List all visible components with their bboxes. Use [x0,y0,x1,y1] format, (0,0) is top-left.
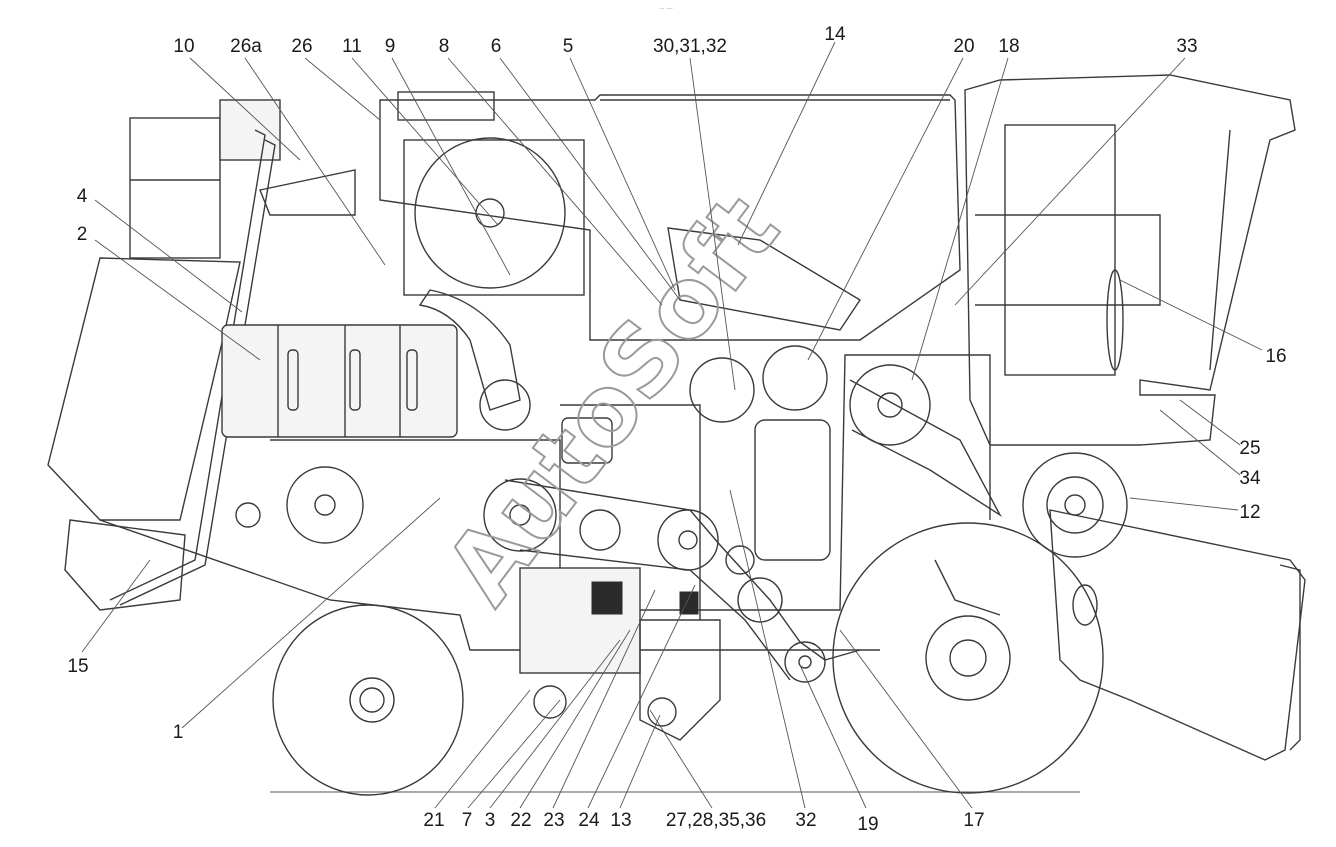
callout-23: 23 [543,810,564,831]
header-lock-arm [1279,564,1301,751]
hydrostatic-pump [591,581,623,615]
callout-13: 13 [610,810,631,831]
feeder-pulley-12 [1022,452,1128,558]
side-panel-cutout [754,419,831,561]
combine-body [47,74,1306,796]
callout-17: 17 [963,810,984,831]
callout-6: 6 [491,36,502,57]
leader-lines [81,41,1263,809]
callout-22: 22 [510,810,531,831]
callout-4: 4 [77,186,88,207]
callout-16: 16 [1265,346,1286,367]
tensioner-pulley [737,577,783,623]
callout-15: 15 [67,656,88,677]
drive-pulley-23 [657,509,719,571]
tank-lamp-bar [397,91,495,121]
callout-19: 19 [857,814,878,835]
inspection-window [561,417,613,464]
beater-pulley-18 [849,364,931,446]
fuel-tank [221,324,458,438]
cabin-window-edge [1209,129,1231,371]
callout-3: 3 [485,810,496,831]
cabin [964,74,1296,446]
thresher-pulley [762,345,828,411]
chopper-pulley [286,466,364,544]
fan-pulley [689,357,755,423]
callout-11: 11 [342,36,362,57]
main-drive-belt [504,479,861,661]
radiator-screen-frame [403,139,585,296]
callout-24: 24 [578,810,600,831]
callout-20: 20 [953,36,974,57]
callout-9: 9 [385,36,396,57]
engine-air-intake [219,99,281,161]
callout-1: 1 [173,722,184,743]
unloading-spout [259,169,356,216]
callout-33: 33 [1176,36,1197,57]
cabin-handrail [975,214,1161,306]
straw-chopper-housing [47,257,241,521]
grain-tank [379,94,961,341]
air-duct-hose [418,289,521,411]
callout-7: 7 [462,810,473,831]
callout-34: 34 [1239,468,1261,489]
drive-pulley-3 [483,478,557,552]
chaff-spreader [64,519,186,611]
callout-labels: 10 26a 26 11 9 8 6 5 30,31,32 14 20 18 3… [67,24,1286,835]
callout-32: 32 [795,810,816,831]
header-mark: -- --- [660,5,673,12]
auger-drive-pulley [479,379,531,431]
rotary-screen-drum [414,137,566,289]
callout-27-28-35-36: 27,28,35,36 [666,810,766,831]
feeder-house [1049,509,1306,761]
front-drive-wheel [832,522,1104,794]
callout-2: 2 [77,224,88,245]
callout-10: 10 [173,36,194,57]
upper-drive-belt [849,379,1002,518]
cabin-door [1004,124,1116,376]
accumulator [1072,584,1098,626]
callout-8: 8 [439,36,450,57]
tank-auger-cover [667,227,861,331]
rear-platform-rail [129,117,221,259]
callout-26: 26 [291,36,312,57]
main-frame [270,354,991,611]
callout-12: 12 [1239,502,1260,523]
idler-pulley-19 [784,641,826,683]
drive-pulley-22 [579,509,621,551]
gearbox-housing [639,619,721,741]
callout-30-31-32: 30,31,32 [653,36,727,57]
final-drive-hub [647,697,677,727]
callout-26a: 26a [230,36,262,57]
callout-5: 5 [563,36,574,57]
brake-unit [533,685,567,719]
callout-18: 18 [998,36,1019,57]
rear-wheel [272,604,464,796]
callout-14: 14 [824,24,846,45]
callout-21: 21 [423,810,444,831]
steering-wheel [1106,269,1124,371]
callout-25: 25 [1239,438,1260,459]
